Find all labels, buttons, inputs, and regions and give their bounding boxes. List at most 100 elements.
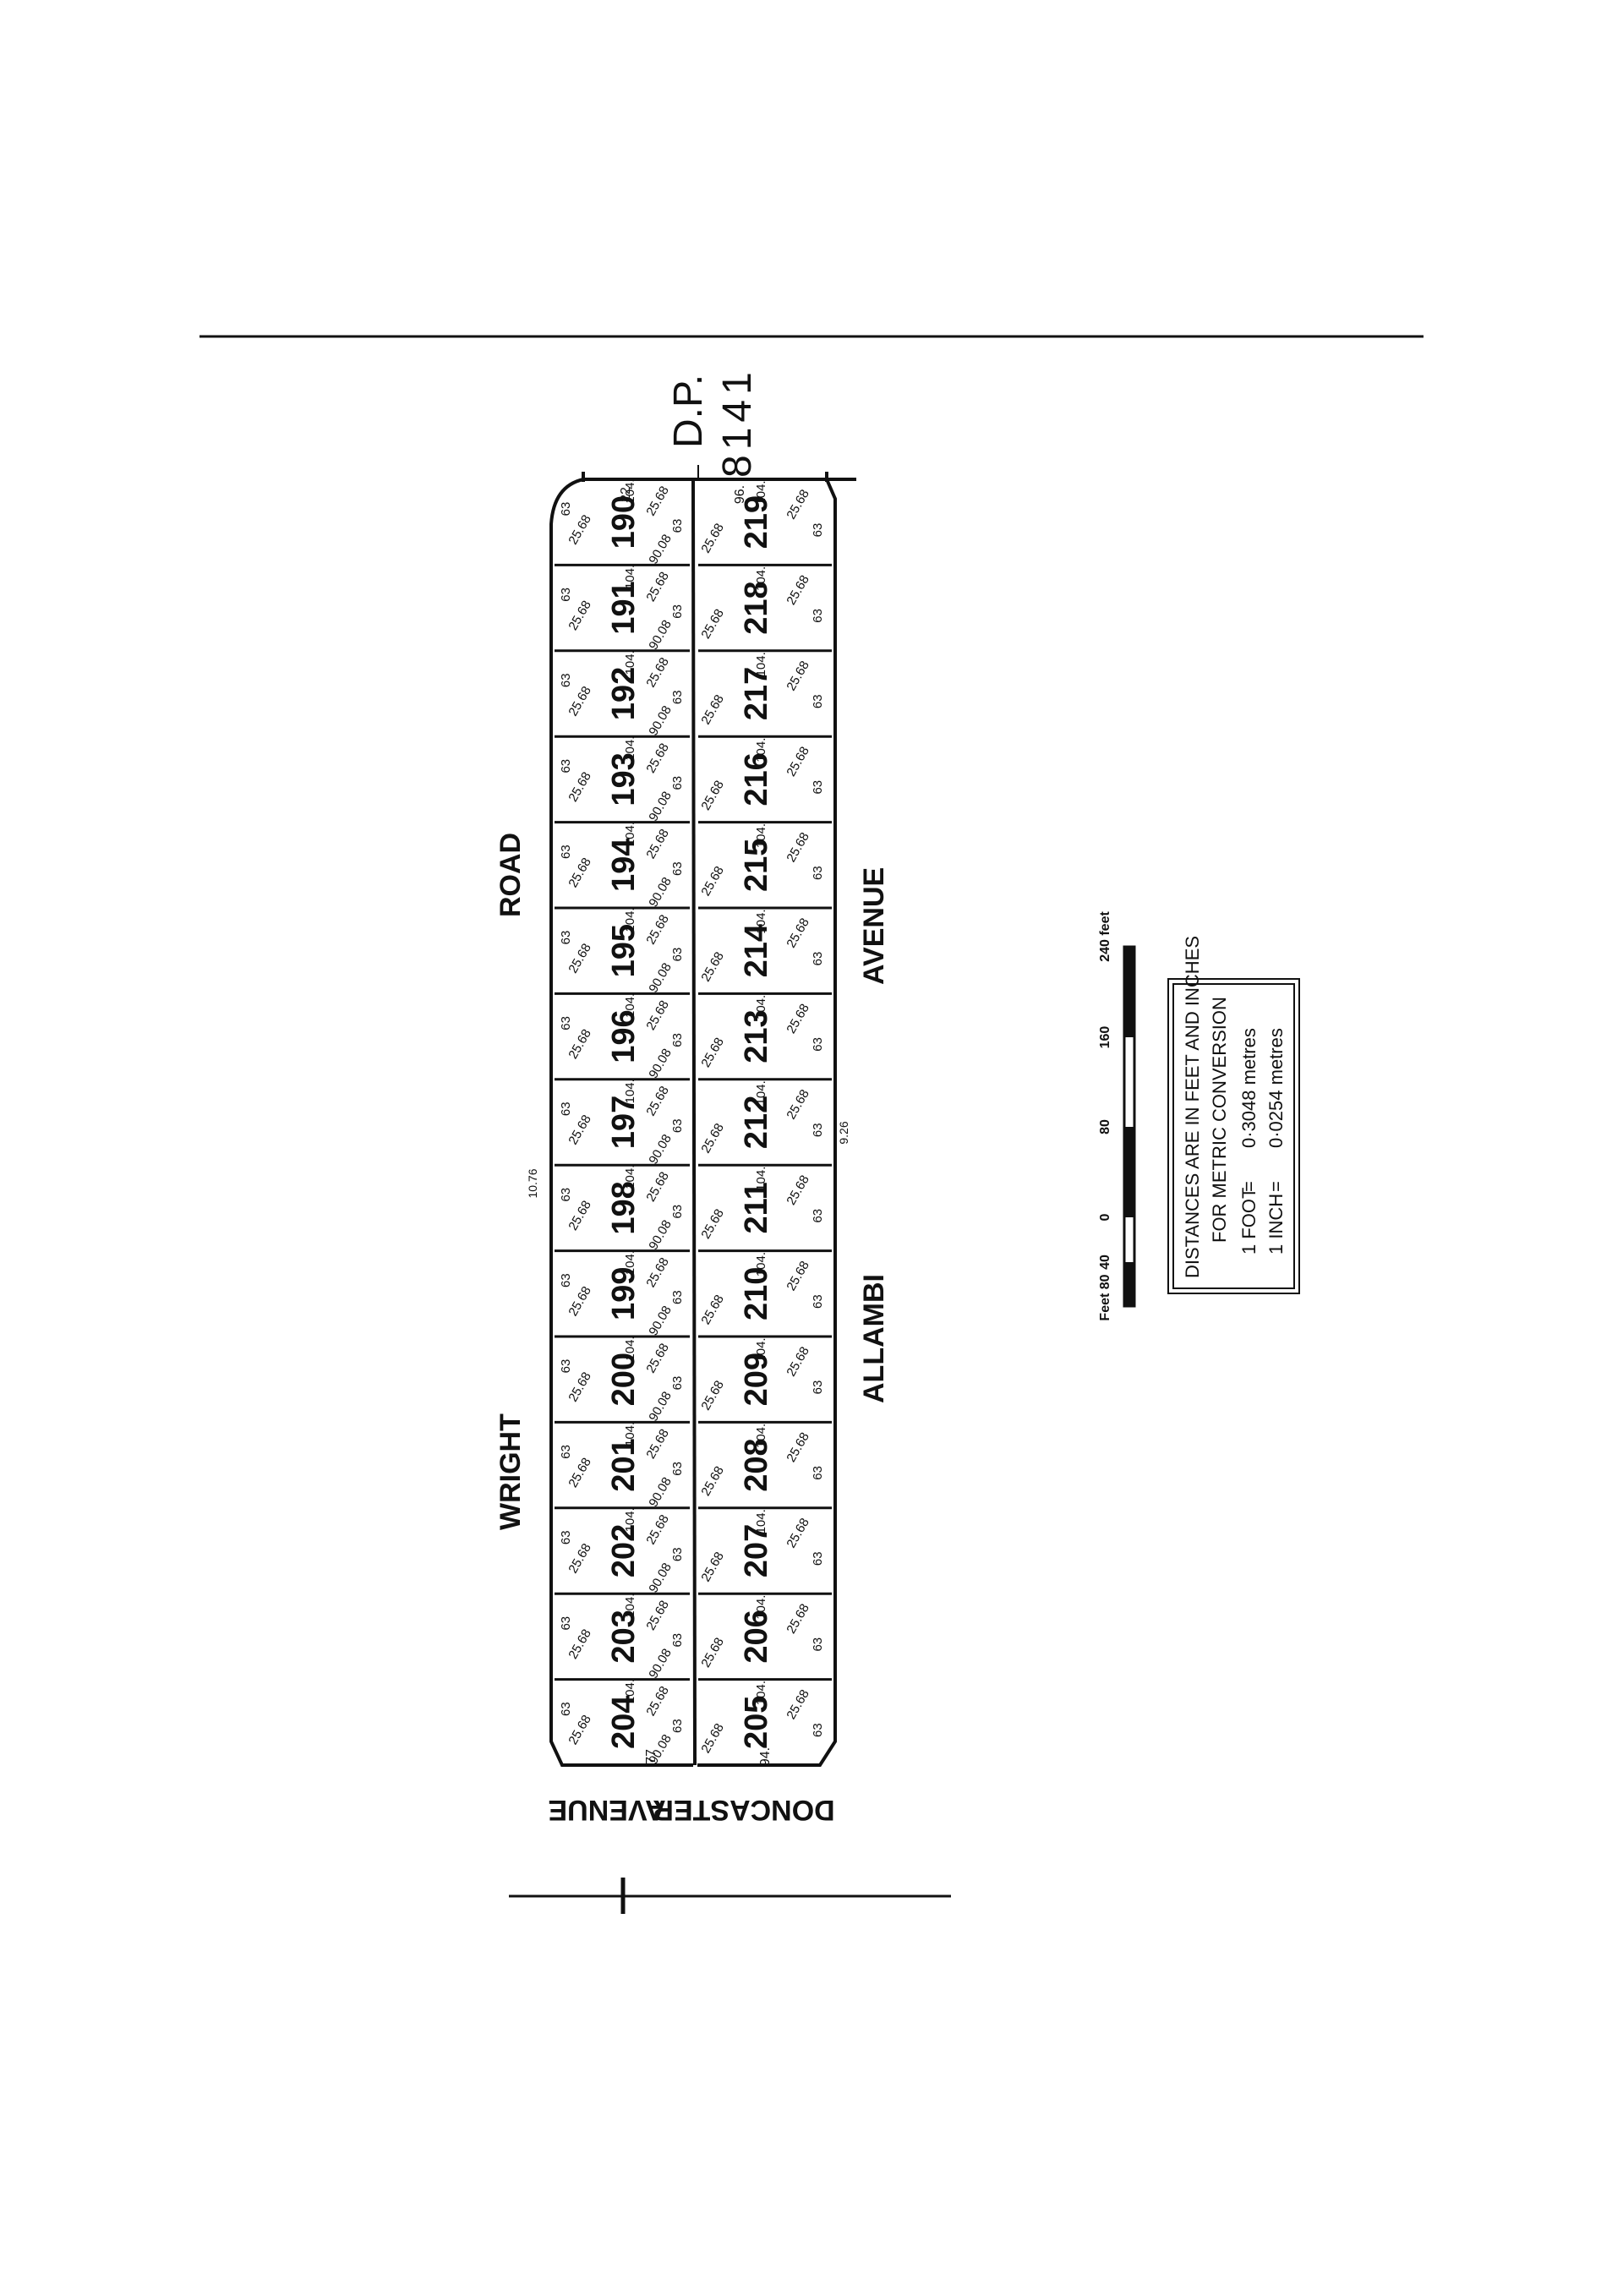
lot-rear-label: 104.	[754, 1080, 768, 1105]
lot-number: 215	[739, 839, 774, 892]
lot-frontage-label: 63	[670, 776, 685, 790]
lot-frontage-label: 63	[811, 609, 825, 623]
scale-tick-label: Feet 80	[1098, 1274, 1112, 1320]
lot-rear-label: 104.	[623, 1422, 637, 1446]
lot-frontage-label: 63	[811, 780, 825, 795]
lot-rear-label: 104.	[754, 1595, 768, 1620]
lot-frontage-label: 63	[670, 1290, 685, 1304]
lot-rear-label: 104.	[754, 652, 768, 676]
lot-frontage-label: 63	[559, 1102, 573, 1116]
lot-frontage-label: 63	[559, 588, 573, 602]
lot-number: 207	[739, 1524, 774, 1577]
plan-boundary	[549, 465, 856, 1767]
lot-205-corner-label: 94.	[758, 1747, 773, 1766]
road-label-doncaster-avenue: AVENUE	[548, 1794, 665, 1826]
lot-number: 202	[606, 1524, 642, 1577]
lot-198-offset-label: 10.76	[526, 1168, 539, 1198]
scale-tick-label: 160	[1098, 1026, 1112, 1049]
lot-204-corner-label: 77	[644, 1749, 658, 1764]
lot-frontage-label: 63	[811, 1294, 825, 1309]
metric-conversion-note: DISTANCES ARE IN FEET AND INCHES FOR MET…	[1167, 936, 1300, 1294]
lot-frontage-label: 63	[559, 931, 573, 945]
lot-rear-label: 104.	[623, 1594, 637, 1618]
lot-rear-label: 104.	[754, 1252, 768, 1276]
lot-number: 209	[739, 1353, 774, 1406]
road-label-wright: WRIGHT	[495, 1413, 527, 1530]
lot-frontage-label: 63	[811, 1380, 825, 1395]
lot-frontage-label: 63	[559, 1016, 573, 1030]
dp-prefix: D.P.	[666, 374, 711, 448]
lot-number: 196	[606, 1009, 642, 1063]
note-foot-eq: =	[1238, 1181, 1260, 1192]
lot-rear-label: 104.	[754, 1509, 768, 1533]
note-line-2: FOR METRIC CONVERSION	[1209, 997, 1230, 1243]
lot-rear-label: 104.	[754, 738, 768, 763]
lot-rear-label: 104.	[623, 1507, 637, 1532]
lot-rear-label: 104.	[623, 478, 637, 503]
lot-number: 219	[739, 495, 774, 549]
lot-frontage-label: 63	[559, 759, 573, 774]
scale-tick-label: 0	[1098, 1213, 1112, 1221]
lot-frontage-label: 63	[559, 1530, 573, 1544]
lot-rear-label: 104.	[754, 909, 768, 933]
lot-frontage-label: 63	[811, 1551, 825, 1566]
lot-frontage-label: 63	[811, 694, 825, 708]
lot-rear-label: 104.	[623, 1336, 637, 1360]
lot-rear-label: 104.	[623, 1679, 637, 1703]
lot-number: 206	[739, 1610, 774, 1663]
scale-bar-segment	[1124, 1127, 1134, 1217]
lot-rear-label: 104.	[754, 1337, 768, 1362]
lot-number: 214	[739, 924, 774, 977]
lot-frontage-label: 63	[811, 1466, 825, 1480]
lot-frontage-label: 63	[559, 1359, 573, 1374]
note-foot-value: 0·3048 metres	[1238, 1028, 1260, 1148]
lot-frontage-label: 63	[811, 1209, 825, 1223]
lot-rear-label: 104.	[754, 1681, 768, 1705]
lot-frontage-label: 63	[559, 845, 573, 859]
lot-rear-label: 104.	[623, 565, 637, 589]
lot-rear-label: 104.	[623, 650, 637, 675]
lot-number: 199	[606, 1267, 642, 1320]
lot-frontage-label: 63	[670, 604, 685, 619]
lot-frontage-label: 63	[811, 1637, 825, 1652]
lot-number: 190	[606, 495, 642, 549]
lot-frontage-label: 63	[670, 1118, 685, 1133]
lot-number: 192	[606, 667, 642, 720]
lot-rear-label: 104.	[754, 566, 768, 591]
lot-frontage-label: 63	[811, 1123, 825, 1137]
dp-number: 8141	[715, 367, 760, 478]
lot-rear-label: 104.	[623, 1079, 637, 1103]
lot-number: 197	[606, 1096, 642, 1149]
lot-number: 211	[739, 1182, 774, 1233]
lot-rear-label: 104.	[623, 1165, 637, 1189]
lot-number: 191	[606, 581, 642, 634]
lot-frontage-label: 63	[811, 952, 825, 966]
lot-219-corner-label: 96.	[733, 485, 747, 504]
note-inch-label: 1 INCH	[1265, 1194, 1287, 1255]
lot-rear-label: 104.	[754, 995, 768, 1020]
scale-tick-label: 240 feet	[1098, 911, 1112, 962]
lot-frontage-label: 63	[670, 1033, 685, 1047]
lot-number: 212	[739, 1096, 774, 1149]
lot-rear-label: 104.	[623, 993, 637, 1018]
lot-number: 213	[739, 1009, 774, 1063]
lot-frontage-label: 63	[559, 502, 573, 517]
lot-rear-label: 104.	[754, 1424, 768, 1448]
note-inch-value: 0·0254 metres	[1265, 1028, 1287, 1148]
lot-frontage-label: 63	[670, 861, 685, 876]
lot-number: 217	[739, 667, 774, 720]
scale-bar-segment	[1127, 1037, 1132, 1127]
lot-number: 216	[739, 752, 774, 806]
lot-number: 218	[739, 581, 774, 634]
note-inch-eq: =	[1265, 1181, 1287, 1192]
lot-rear-label: 104.	[754, 1167, 768, 1191]
lot-frontage-label: 63	[670, 690, 685, 704]
lot-number: 203	[606, 1610, 642, 1663]
lot-rear-label: 104.	[623, 907, 637, 932]
scale-bar-segment	[1124, 947, 1134, 1037]
scale-tick-label: 40	[1098, 1255, 1112, 1270]
lot-rear-label: 104.	[754, 823, 768, 848]
